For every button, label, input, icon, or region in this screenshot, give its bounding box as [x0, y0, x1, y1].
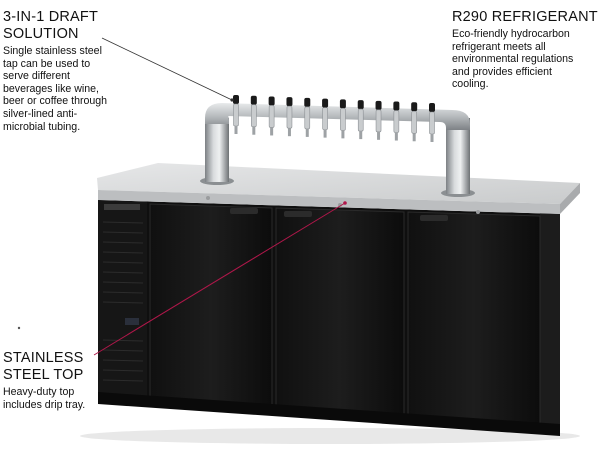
callout-pointers — [17, 37, 347, 356]
beer-tap — [233, 95, 239, 134]
vent-slots — [102, 221, 144, 382]
door-handle-center — [284, 211, 312, 217]
callout-refrigerant-body: Eco-friendly hydrocarbon refrigerant mee… — [452, 28, 600, 91]
tap-row — [233, 95, 435, 142]
callout-draft-title: 3-IN-1 DRAFT SOLUTION — [3, 9, 153, 43]
callout-draft-line: serve different — [3, 70, 70, 83]
callout-stainless-steel-top: STAINLESS STEEL TOP Heavy-duty top inclu… — [3, 350, 133, 411]
pointer-draft — [101, 37, 233, 101]
beer-tap — [322, 98, 329, 138]
callout-refrigerant-title: R290 REFRIGERANT — [452, 9, 598, 25]
door-handle-right — [420, 215, 448, 221]
callout-refrigerant-line: cooling. — [452, 78, 489, 91]
floor-shadow — [80, 428, 580, 444]
callout-steel-line: Heavy-duty top — [3, 386, 75, 398]
callout-draft-line: tap can be used to — [3, 57, 91, 70]
callout-draft-line: silver-lined anti- — [3, 107, 78, 120]
temperature-display — [125, 318, 139, 325]
beer-tap — [286, 97, 293, 137]
pointer-steel-end — [17, 326, 21, 330]
callout-draft-title-line1: 3-IN-1 DRAFT — [3, 9, 99, 25]
beer-tap — [393, 101, 400, 141]
door-right — [407, 211, 541, 431]
door-center — [275, 207, 405, 421]
callout-draft-line: beer or coffee through — [3, 95, 108, 108]
callout-steel-title-line2: STEEL TOP — [3, 367, 84, 383]
callout-draft-line: microbial tubing. — [3, 120, 81, 133]
beer-tap — [250, 95, 257, 135]
callout-refrigerant-line: Eco-friendly hydrocarbon — [452, 28, 570, 40]
callout-steel-body: Heavy-duty top includes drip tray. — [3, 386, 133, 411]
callout-refrigerant-line: refrigerant meets all — [452, 40, 546, 53]
callout-refrigerant-line: environmental regulations — [452, 53, 574, 66]
brand-logo-plate — [104, 204, 140, 210]
cabinet — [98, 200, 560, 436]
callout-draft-line: Single stainless steel — [3, 45, 102, 57]
callout-steel-line: includes drip tray. — [3, 398, 86, 411]
callout-steel-title-line1: STAINLESS — [3, 350, 84, 366]
callout-draft-line: beverages like wine, — [3, 82, 99, 95]
callout-draft-solution: 3-IN-1 DRAFT SOLUTION Single stainless s… — [3, 9, 153, 133]
cabinet-base — [98, 392, 560, 436]
beer-tap — [411, 102, 418, 142]
beer-tap — [304, 97, 311, 137]
beer-tap — [339, 99, 346, 139]
pointer-steel-dot — [343, 201, 347, 205]
beer-tap — [429, 103, 435, 142]
beer-tap — [268, 96, 275, 136]
pointer-draft-dot — [230, 98, 234, 102]
callout-draft-body: Single stainless steel tap can be used t… — [3, 45, 153, 133]
callout-steel-title: STAINLESS STEEL TOP — [3, 350, 133, 384]
callout-refrigerant: R290 REFRIGERANT Eco-friendly hydrocarbo… — [452, 9, 600, 91]
pointer-steel-top — [93, 202, 346, 356]
door-left — [149, 203, 273, 415]
callout-refrigerant-line: and provides efficient — [452, 65, 552, 78]
beer-tap — [357, 100, 364, 140]
beer-tap — [375, 100, 382, 140]
door-handle-left — [230, 208, 258, 214]
callout-draft-title-line2: SOLUTION — [3, 26, 79, 42]
